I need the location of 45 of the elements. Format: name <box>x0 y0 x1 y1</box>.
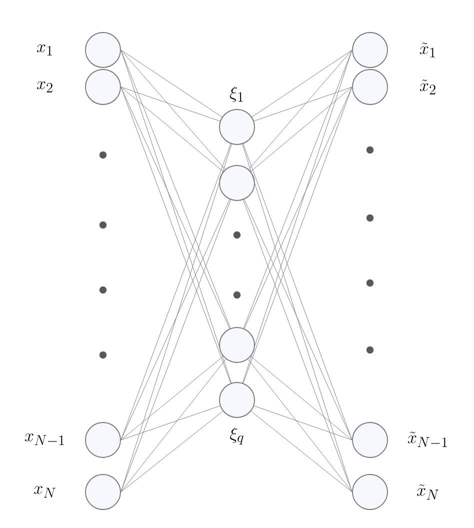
connection-line <box>250 410 352 492</box>
connection-line <box>120 50 226 170</box>
node-label: $\xi_1$ <box>230 86 243 102</box>
connection-line <box>242 144 352 492</box>
connection-line <box>248 358 352 492</box>
connection-line <box>120 406 220 440</box>
connection-line <box>243 200 352 492</box>
connection-line <box>250 86 352 172</box>
connection-line <box>120 356 224 440</box>
connection-line <box>254 86 352 122</box>
neuron-circle <box>219 327 255 363</box>
node-label: $x_1$ <box>36 44 52 56</box>
neuron-circle <box>352 32 388 68</box>
neuron-circle <box>219 109 255 145</box>
neuron-circle <box>85 32 121 68</box>
connection-line <box>120 410 224 492</box>
connection-line <box>250 356 352 440</box>
connection-line <box>120 144 231 440</box>
neuron-circle <box>352 69 388 105</box>
node-label: $\tilde{x}_N$ <box>417 484 438 500</box>
neuron-circle <box>352 474 388 510</box>
connection-line <box>120 199 230 440</box>
connection-line <box>120 86 224 172</box>
node-label: $\tilde{x}_2$ <box>420 80 436 94</box>
connection-line <box>254 406 352 440</box>
connection-line <box>120 200 231 492</box>
neuron-circle <box>352 422 388 458</box>
neuron-circle <box>85 474 121 510</box>
neuron-circle <box>219 382 255 418</box>
connection-line <box>242 144 352 440</box>
connection-line <box>120 50 222 118</box>
neuron-circle <box>85 422 121 458</box>
neuron-circle <box>85 69 121 105</box>
connection-line <box>120 86 220 122</box>
node-label: $x_{N-1}$ <box>24 434 64 446</box>
node-label: $x_2$ <box>36 81 52 92</box>
node-label: $\tilde{x}_1$ <box>420 42 435 58</box>
node-label: $x_N$ <box>34 486 56 498</box>
node-label: $\xi_q$ <box>230 427 244 445</box>
node-label: $\tilde{x}_{N-1}$ <box>408 432 447 447</box>
connection-line <box>120 358 226 492</box>
connection-line <box>248 50 352 170</box>
neuron-circle <box>219 165 255 201</box>
connection-line <box>252 50 352 118</box>
connection-line <box>244 199 352 440</box>
